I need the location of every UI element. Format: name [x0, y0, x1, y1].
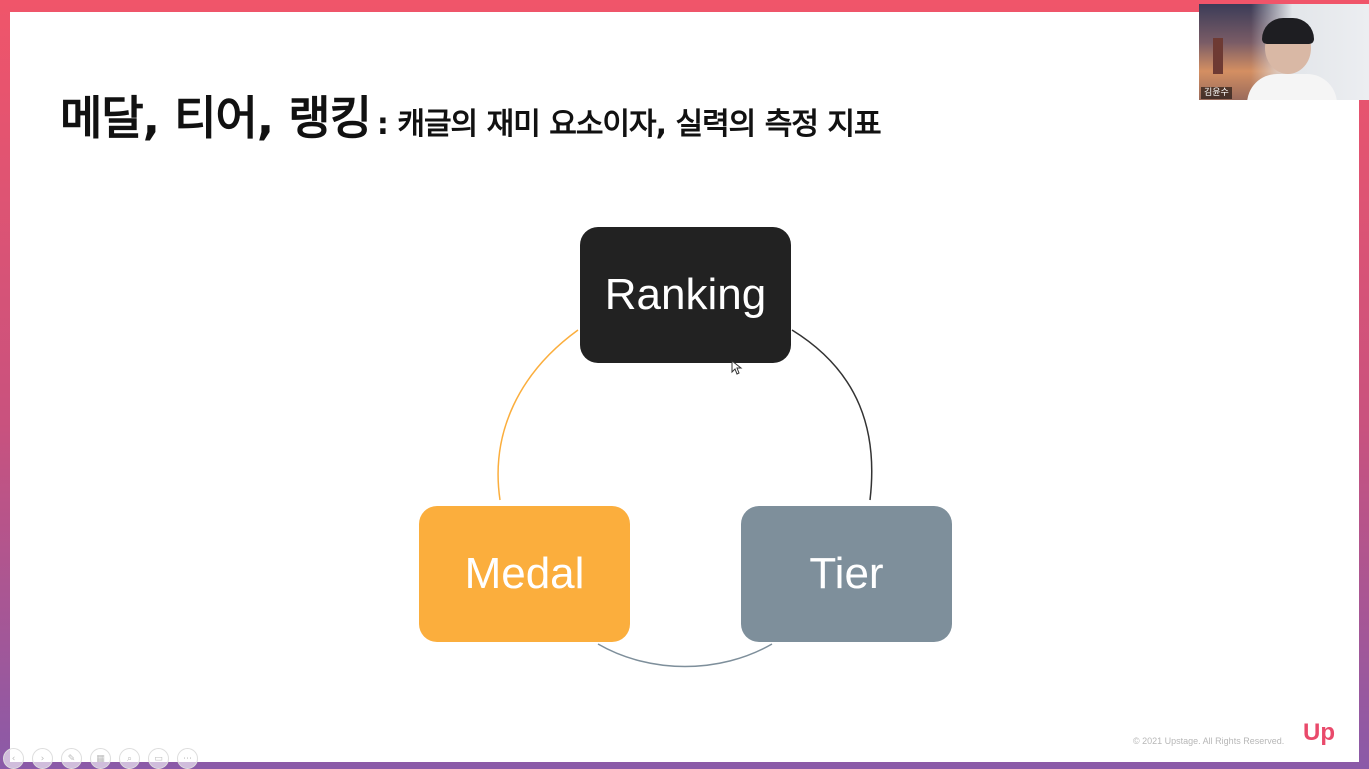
webcam-person-hair — [1262, 18, 1314, 44]
pen-icon[interactable]: ✎ — [61, 748, 82, 769]
slide-title: 메달, 티어, 랭킹: 캐글의 재미 요소이자, 실력의 측정 지표 — [60, 82, 882, 148]
subtitle-icon[interactable]: ▭ — [148, 748, 169, 769]
connector-medal-ranking — [497, 329, 579, 501]
slide-title-subtitle: : 캐글의 재미 요소이자, 실력의 측정 지표 — [376, 107, 882, 142]
ranking-box: Ranking — [580, 227, 791, 363]
zoom-icon[interactable]: ⌕ — [119, 748, 140, 769]
webcam-person-shirt — [1247, 74, 1337, 100]
mouse-cursor-icon — [731, 360, 743, 375]
webcam-participant-name: 김윤수 — [1201, 87, 1232, 99]
more-icon[interactable]: ⋯ — [177, 748, 198, 769]
slide-title-main: 메달, 티어, 랭킹 — [60, 91, 372, 145]
tier-label: Tier — [809, 549, 884, 598]
copyright-text: © 2021 Upstage. All Rights Reserved. — [1133, 736, 1285, 746]
connector-tier-medal — [597, 643, 773, 668]
tier-box: Tier — [741, 506, 952, 642]
cycle-connectors — [497, 329, 873, 668]
next-icon[interactable]: › — [32, 748, 53, 769]
webcam-feed[interactable]: 김윤수 — [1199, 4, 1369, 100]
prev-icon[interactable]: ‹ — [3, 748, 24, 769]
presentation-toolbar: ‹ › ✎ ▦ ⌕ ▭ ⋯ — [0, 748, 198, 769]
upstage-logo: Up — [1303, 719, 1335, 746]
slides-icon[interactable]: ▦ — [90, 748, 111, 769]
connector-ranking-tier — [791, 329, 873, 501]
ranking-label: Ranking — [604, 270, 767, 319]
medal-label: Medal — [464, 549, 585, 598]
medal-box: Medal — [419, 506, 630, 642]
slide: 메달, 티어, 랭킹: 캐글의 재미 요소이자, 실력의 측정 지표 Ranki… — [10, 12, 1359, 762]
webcam-bridge-tower — [1213, 38, 1223, 74]
